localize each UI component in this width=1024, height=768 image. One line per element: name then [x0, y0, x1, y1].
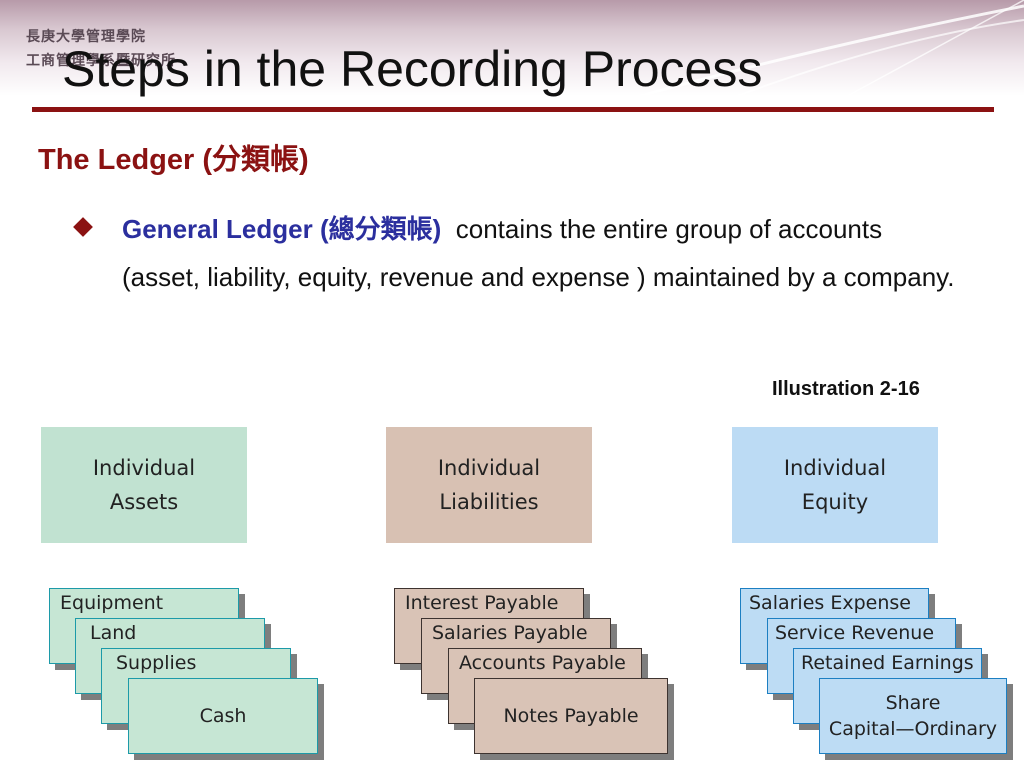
category-label-line2: Equity — [801, 490, 869, 514]
header-decoration-lines — [589, 0, 1024, 110]
account-card-label: Notes Payable — [503, 705, 639, 727]
category-box-liabilities: Individual Liabilities — [386, 427, 592, 543]
account-card-label: Interest Payable — [405, 592, 559, 614]
account-card-label: Retained Earnings — [801, 652, 974, 674]
section-subtitle: The Ledger (分類帳) — [38, 144, 309, 176]
header-band — [0, 0, 1024, 96]
account-card-label: Equipment — [60, 592, 164, 614]
category-label-line2: Liabilities — [439, 490, 539, 514]
category-box-assets: Individual Assets — [41, 427, 247, 543]
account-card-label-line1: Share — [885, 692, 941, 714]
account-card-label: Salaries Payable — [432, 622, 588, 644]
account-card-cash: Cash — [128, 678, 318, 754]
account-card-label: Service Revenue — [775, 622, 935, 644]
general-ledger-definition: contains the entire group of accounts (a… — [122, 214, 955, 292]
account-card-share-capital: Share Capital—Ordinary — [819, 678, 1007, 754]
account-card-label: Cash — [199, 705, 247, 727]
general-ledger-term: General Ledger (總分類帳) — [122, 214, 442, 244]
category-label-line1: Individual — [437, 456, 541, 480]
bullet-paragraph: General Ledger (總分類帳) contains the entir… — [122, 206, 962, 301]
illustration-label: Illustration 2-16 — [772, 378, 920, 400]
account-card-label: Supplies — [116, 652, 197, 674]
account-card-label-line2: Capital—Ordinary — [828, 718, 998, 740]
category-label-line1: Individual — [783, 456, 887, 480]
category-label-line2: Assets — [109, 490, 179, 514]
bullet-diamond-icon — [73, 217, 93, 237]
account-card-label: Accounts Payable — [459, 652, 626, 674]
institution-name: 長庚大學管理學院 — [26, 29, 146, 45]
category-box-equity: Individual Equity — [732, 427, 938, 543]
department-name: 工商管理學系暨研究所 — [26, 53, 176, 69]
account-card-label: Salaries Expense — [749, 592, 911, 614]
account-card-notes-payable: Notes Payable — [474, 678, 668, 754]
account-card-label: Land — [90, 622, 137, 644]
slide-title: Steps in the Recording Process — [62, 41, 763, 97]
category-label-line1: Individual — [92, 456, 196, 480]
title-underline — [32, 107, 994, 112]
